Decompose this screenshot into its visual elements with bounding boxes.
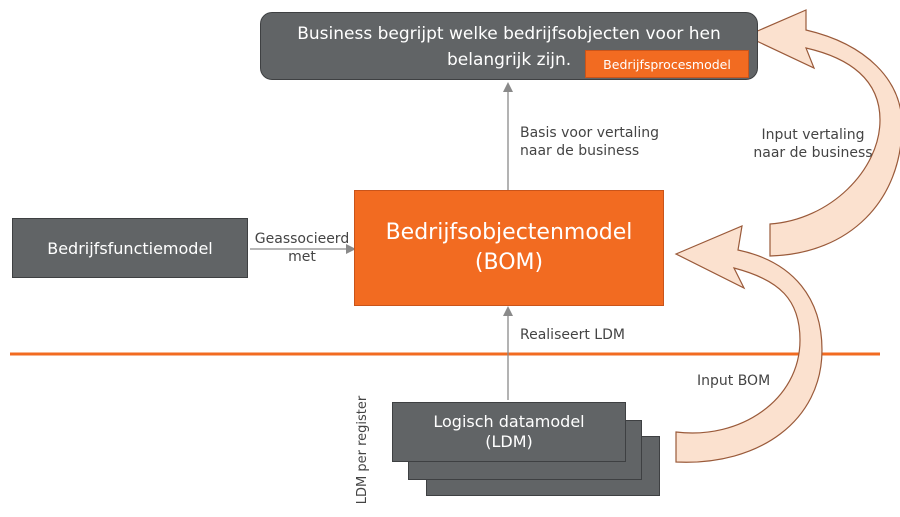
label-ldm-per-register: LDM per register <box>355 395 370 505</box>
label-input-vertaling: Input vertaling naar de business <box>750 126 876 162</box>
label-input-bom: Input BOM <box>697 373 771 389</box>
business-box: Business begrijpt welke bedrijfsobjecten… <box>260 12 758 80</box>
label-basis-line1: Basis voor vertaling <box>520 125 659 141</box>
function-model-label: Bedrijfsfunctiemodel <box>47 238 213 258</box>
arrow-head-ldm-to-bom <box>503 306 513 316</box>
ldm-subtitle: (LDM) <box>485 432 533 451</box>
label-geassocieerd: Geassocieerd met <box>252 230 352 266</box>
bom-title: Bedrijfsobjectenmodel <box>385 220 633 245</box>
ldm-box: Logisch datamodel (LDM) <box>392 402 626 462</box>
function-model-box: Bedrijfsfunctiemodel <box>12 218 248 278</box>
label-basis-vertaling: Basis voor vertaling naar de business <box>520 124 659 160</box>
ldm-title: Logisch datamodel <box>433 412 585 431</box>
label-basis-line2: naar de business <box>520 143 640 159</box>
arrow-head-bom-to-business <box>503 82 513 92</box>
bom-subtitle: (BOM) <box>474 250 544 275</box>
business-line1: Business begrijpt welke bedrijfsobjecten… <box>297 24 721 44</box>
bedrijfsprocesmodel-tag: Bedrijfsprocesmodel <box>585 50 749 78</box>
curved-arrow-input-bom <box>674 225 823 463</box>
label-realiseert: Realiseert LDM <box>520 327 625 343</box>
business-line2: belangrijk zijn. <box>447 50 572 70</box>
label-geassocieerd-line1: Geassocieerd <box>254 231 350 247</box>
label-input-vertaling-line1: Input vertaling <box>761 127 865 143</box>
label-geassocieerd-line2: met <box>288 249 316 265</box>
curved-arrow-input-vertaling <box>744 9 900 257</box>
label-input-vertaling-line2: naar de business <box>753 145 873 161</box>
arrow-head-function-to-bom <box>346 244 356 254</box>
bom-box: Bedrijfsobjectenmodel (BOM) <box>354 190 664 306</box>
